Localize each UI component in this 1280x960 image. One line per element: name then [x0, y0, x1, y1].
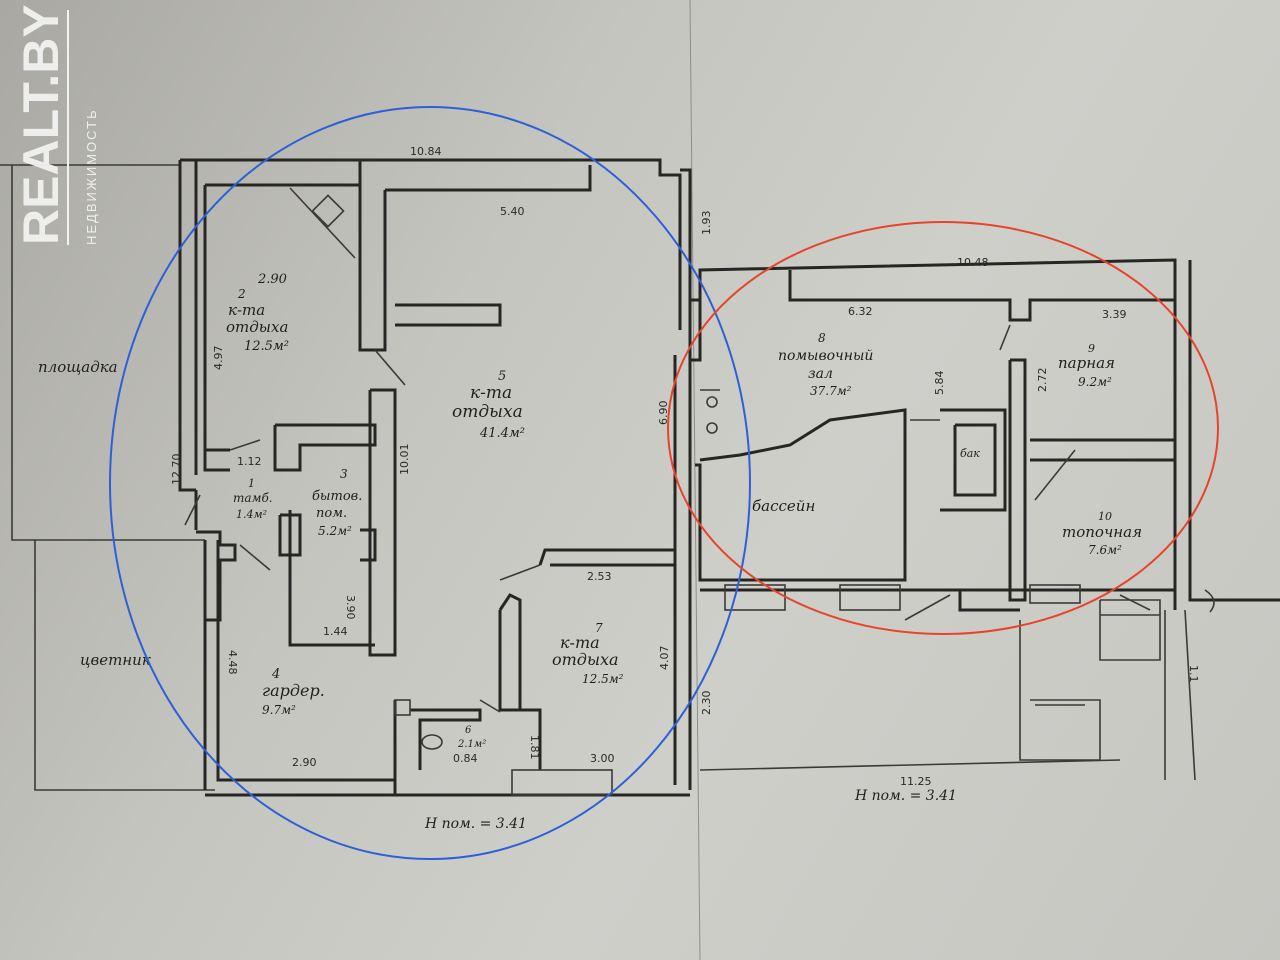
- dim-steam-top: 3.39: [1102, 308, 1127, 321]
- dim-r3-width: 1.44: [323, 625, 348, 638]
- height-note-left: H пом. = 3.41: [424, 816, 527, 832]
- paper-fold-line: [689, 0, 701, 960]
- dim-sauna-left-side: 2.30: [700, 691, 713, 716]
- room-5-label: 5 к-та отдыха 41.4м²: [452, 369, 525, 441]
- svg-text:пом.: пом.: [316, 506, 347, 521]
- dim-top-left: 10.84: [410, 145, 442, 158]
- pool-label: бассейн: [752, 497, 815, 515]
- room-8-label: 8 помывочный зал 37.7м²: [778, 331, 873, 398]
- svg-text:топочная: топочная: [1062, 523, 1142, 541]
- dim-step: 1.93: [700, 211, 713, 236]
- svg-text:5.2м²: 5.2м²: [318, 524, 352, 538]
- dim-r4-side: 4.48: [226, 650, 239, 675]
- svg-text:2.90: 2.90: [257, 272, 287, 287]
- svg-text:к-та: к-та: [228, 301, 265, 319]
- room-1-label: 1 тамб. 1.4м²: [233, 477, 273, 521]
- dim-sauna-top: 10.48: [957, 256, 989, 269]
- svg-text:зал: зал: [808, 366, 833, 382]
- svg-text:к-та: к-та: [560, 633, 600, 652]
- blue-highlight-ellipse: [109, 106, 751, 860]
- red-highlight-ellipse: [667, 221, 1219, 635]
- height-note-right: H пом. = 3.41: [854, 788, 957, 804]
- dim-steam-side: 2.72: [1036, 368, 1049, 393]
- svg-text:1: 1: [248, 477, 255, 490]
- realt-watermark: REALT.BY НЕДВИЖИМОСТЬ: [13, 4, 99, 245]
- svg-text:отдыха: отдыха: [226, 318, 288, 336]
- svg-text:12.5м²: 12.5м²: [244, 339, 289, 354]
- left-building-walls: [178, 158, 692, 797]
- svg-text:2: 2: [237, 287, 246, 301]
- svg-text:5: 5: [498, 369, 506, 384]
- dim-sauna-bottom: 11.25: [900, 775, 932, 788]
- svg-text:8: 8: [818, 331, 826, 345]
- dim-right-end: 1.1: [1187, 665, 1200, 683]
- dim-r6-side: 1.81: [528, 735, 541, 760]
- svg-text:1.4м²: 1.4м²: [236, 508, 267, 521]
- svg-text:помывочный: помывочный: [778, 348, 873, 364]
- room-2-label: 2.90 2 к-та отдыха 12.5м²: [226, 272, 289, 354]
- room-7-label: 7 к-та отдыха 12.5м²: [552, 621, 624, 686]
- room-10-label: 10 топочная 7.6м²: [1062, 510, 1142, 557]
- dim-bottom-right-left: 3.00: [590, 752, 615, 765]
- dim-r3-depth: 3.90: [344, 595, 357, 620]
- dim-r2-height: 4.97: [212, 346, 225, 371]
- svg-text:к-та: к-та: [470, 383, 512, 403]
- svg-text:7.6м²: 7.6м²: [1088, 543, 1122, 557]
- watermark-tagline: НЕДВИЖИМОСТЬ: [84, 108, 99, 245]
- svg-text:2.1м²: 2.1м²: [457, 739, 486, 750]
- svg-text:37.7м²: 37.7м²: [810, 384, 852, 398]
- room-6-label: 6 2.1м²: [457, 725, 486, 750]
- svg-text:тамб.: тамб.: [233, 491, 273, 505]
- tank-label: бак: [960, 447, 980, 460]
- garden-label: цветник: [80, 651, 151, 669]
- dim-r4-bottom: 2.90: [292, 756, 317, 769]
- watermark-brand: REALT.BY: [13, 4, 69, 245]
- svg-text:41.4м²: 41.4м²: [479, 426, 525, 441]
- dimension-labels: 10.84 5.40 4.97 12.70 10.01 6.90 1.12 3.…: [170, 145, 1200, 788]
- dim-hall-top: 6.32: [848, 305, 873, 318]
- svg-text:отдыха: отдыха: [452, 402, 523, 422]
- room-3-label: 3 бытов. пом. 5.2м²: [312, 467, 362, 538]
- room-4-label: 4 гардер. 9.7м²: [262, 667, 325, 717]
- dim-hall-mid: 5.84: [933, 371, 946, 396]
- svg-text:гардер.: гардер.: [262, 681, 325, 700]
- dim-tambour: 1.12: [237, 455, 262, 468]
- dim-right-wall: 6.90: [657, 401, 670, 426]
- svg-text:4: 4: [271, 667, 280, 682]
- dim-r7-top: 2.53: [587, 570, 612, 583]
- dim-left-height: 12.70: [170, 454, 183, 486]
- svg-text:7: 7: [595, 621, 603, 635]
- dim-inner-top: 5.40: [500, 205, 525, 218]
- svg-text:10: 10: [1098, 510, 1112, 523]
- right-building-walls: [690, 258, 1280, 781]
- svg-text:6: 6: [465, 725, 472, 736]
- svg-text:3: 3: [340, 467, 348, 481]
- svg-text:9: 9: [1088, 342, 1095, 355]
- svg-text:9.2м²: 9.2м²: [1078, 375, 1112, 389]
- yard-label: площадка: [38, 358, 118, 376]
- dim-r5-height: 10.01: [398, 444, 411, 476]
- svg-text:парная: парная: [1058, 354, 1115, 372]
- dim-r6: 0.84: [453, 752, 478, 765]
- dim-r7-side: 4.07: [658, 646, 671, 671]
- site-boundary: [0, 164, 215, 791]
- svg-text:отдыха: отдыха: [552, 650, 619, 669]
- svg-text:9.7м²: 9.7м²: [262, 703, 296, 717]
- svg-text:бытов.: бытов.: [312, 489, 362, 504]
- svg-text:12.5м²: 12.5м²: [582, 672, 624, 686]
- room-9-label: 9 парная 9.2м²: [1058, 342, 1115, 389]
